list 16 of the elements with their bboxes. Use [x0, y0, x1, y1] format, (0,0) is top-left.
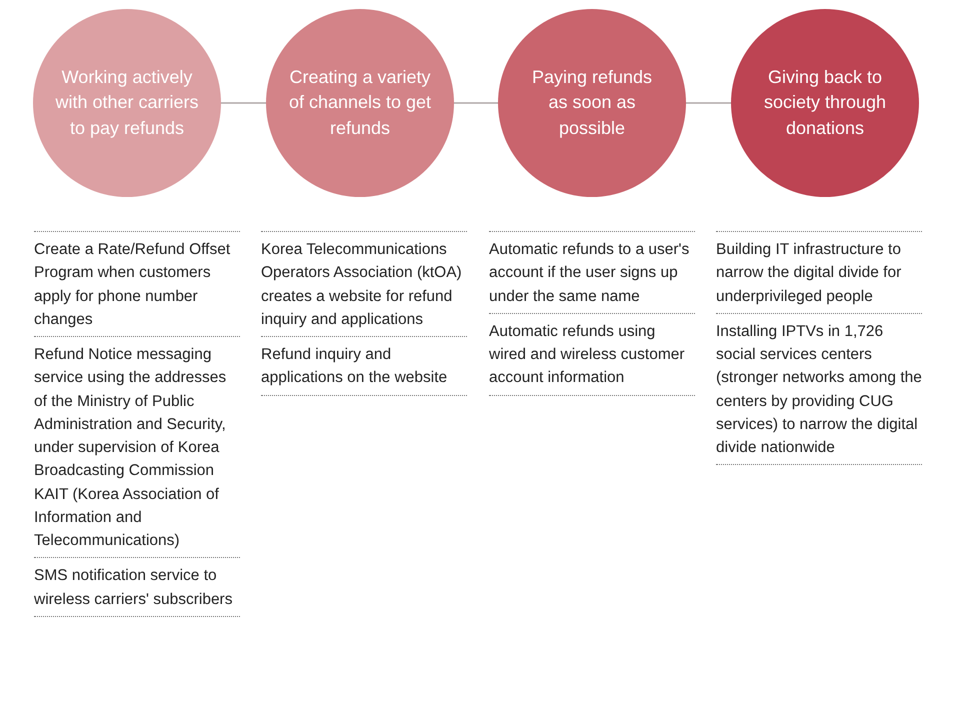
list-item-text: Building IT infrastructure to narrow the digital divide for underprivileged people	[716, 232, 922, 314]
list-item-text: Refund Notice messaging service using the addresses of the Ministry of Public Administration and Security, under supervision of Korea Broadcasting Commission KAIT (Korea Association of Information and Telecommunications)	[34, 337, 240, 558]
circle-label: Paying refunds as soon as possible	[530, 66, 654, 140]
list-item-text: Korea Telecommunications Operators Association (ktOA) creates a website for refund inquiry and applications	[261, 232, 467, 337]
circle-label: Creating a variety of channels to get refunds	[288, 66, 432, 140]
connector-line	[686, 102, 731, 104]
circle-label: Working actively with other carriers to pay refunds	[55, 66, 199, 140]
list-item-text: SMS notification service to wireless carriers' subscribers	[34, 558, 240, 617]
list-item-text: Automatic refunds to a user's account if the user signs up under the same name	[489, 232, 695, 314]
list-item-text: Refund inquiry and applications on the website	[261, 337, 467, 396]
circle-label: Giving back to society through donations	[762, 66, 888, 140]
list-item-text: Installing IPTVs in 1,726 social services centers (stronger networks among the centers by providing CUG services) to narrow the digital divide nationwide	[716, 314, 922, 466]
list-item-text: Automatic refunds using wired and wireless customer account information	[489, 314, 695, 396]
connector-line	[221, 102, 266, 104]
list-item-text: Create a Rate/Refund Offset Program when customers apply for phone number changes	[34, 232, 240, 337]
connector-line	[454, 102, 498, 104]
